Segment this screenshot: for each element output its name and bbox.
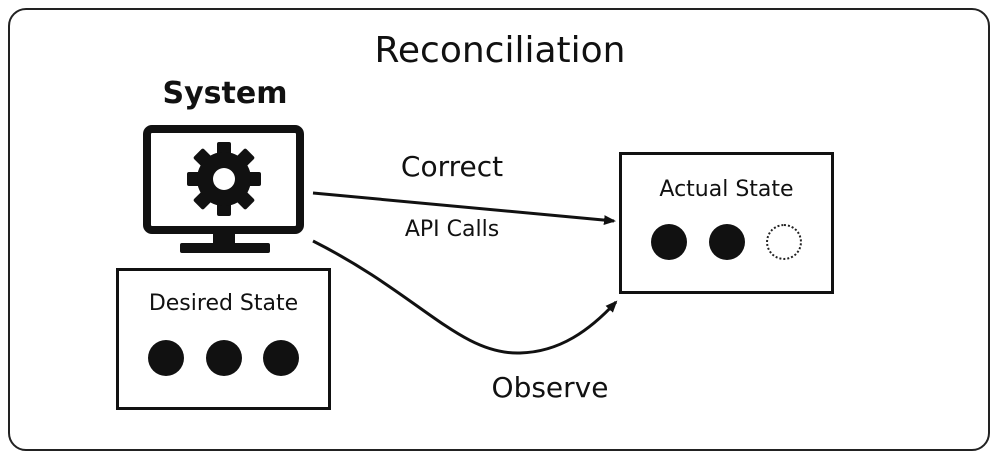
observe-label: Observe [491, 371, 609, 404]
desired-state-box: Desired State [116, 268, 331, 410]
system-label: System [162, 76, 288, 111]
actual-state-title: Actual State [659, 177, 794, 202]
observe-arrow [312, 239, 618, 355]
correct-arrow [312, 191, 616, 226]
diagram-title: Reconciliation [374, 30, 626, 71]
api-calls-label: API Calls [404, 217, 500, 242]
desired-state-dot [263, 340, 299, 376]
gear-icon [187, 142, 261, 216]
correct-label: Correct [400, 150, 504, 183]
actual-state-box: Actual State [619, 152, 834, 294]
desired-state-dot [206, 340, 242, 376]
actual-state-dot [651, 224, 687, 260]
actual-state-dot [709, 224, 745, 260]
diagram-frame [8, 8, 990, 451]
actual-state-missing-dot [766, 224, 802, 260]
desired-state-dot [148, 340, 184, 376]
desired-state-title: Desired State [148, 291, 299, 316]
